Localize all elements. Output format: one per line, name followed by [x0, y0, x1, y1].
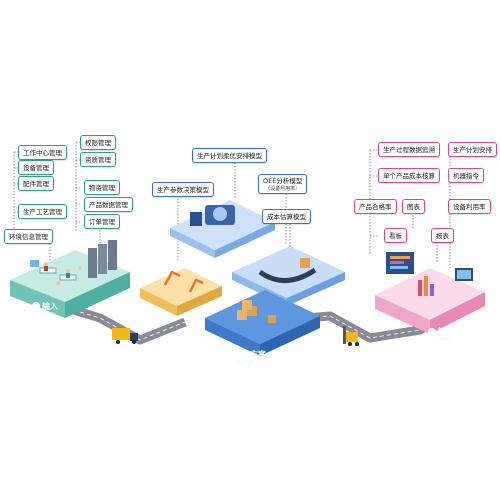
oee-model-subtitle: （设备利用率）: [265, 186, 301, 192]
input-badge-icon: [32, 302, 40, 310]
label-material-mgmt: 物资管理: [84, 180, 120, 195]
label-unit-cost-accounting: 单个产品成本核算: [378, 168, 440, 183]
solution-title: 解决方案: [234, 350, 266, 359]
label-environment-mgmt: 环境信息管理: [4, 229, 53, 244]
label-order-mgmt: 订单管理: [84, 214, 120, 229]
input-title: 输入: [42, 302, 58, 311]
label-qualification-mgmt: 资质管理: [80, 152, 116, 167]
solution-platform: [140, 200, 345, 356]
forklift: [343, 326, 359, 346]
oee-model-title: OEE分析模型: [263, 177, 303, 185]
label-machine-instructions: 机器指令: [448, 168, 484, 183]
label-equipment-utilization: 设备利用率: [448, 199, 491, 214]
output-subtitle: OUTPUT: [438, 337, 455, 342]
label-product-data-mgmt: 产品数据管理: [84, 197, 133, 212]
truck: [112, 328, 138, 344]
solution-badge-icon: [224, 351, 232, 359]
label-parts-mgmt: 配件管理: [18, 176, 54, 191]
input-subtitle: INPUT: [42, 312, 54, 317]
label-reports: 报表: [431, 228, 454, 243]
label-oee-model: OEE分析模型 （设备利用率）: [258, 174, 308, 194]
label-work-center-mgmt: 工作中心管理: [18, 145, 67, 160]
label-production-param-model: 生产参数决策模型: [152, 182, 214, 197]
label-product-pass-rate: 产品合格率: [354, 199, 397, 214]
label-production-scheduling: 生产计划安排: [448, 142, 497, 157]
label-production-plan-model: 生产计划柔优安排模型: [192, 148, 267, 163]
output-badge-icon: [428, 328, 436, 336]
output-title: 输出: [438, 327, 454, 336]
label-cost-estimation-model: 成本估算模型: [262, 209, 311, 224]
output-platform: [375, 252, 485, 334]
label-equipment-mgmt: 设备管理: [18, 160, 54, 175]
label-process-mgmt: 生产工艺管理: [18, 204, 67, 219]
input-platform: [10, 240, 130, 318]
label-charts: 图表: [402, 199, 425, 214]
label-kanban: 看板: [384, 228, 407, 243]
label-process-data-trace: 生产过程数据追溯: [378, 142, 440, 157]
label-permission-mgmt: 权限管理: [80, 135, 116, 150]
solution-subtitle: SOLUTION: [234, 360, 255, 365]
